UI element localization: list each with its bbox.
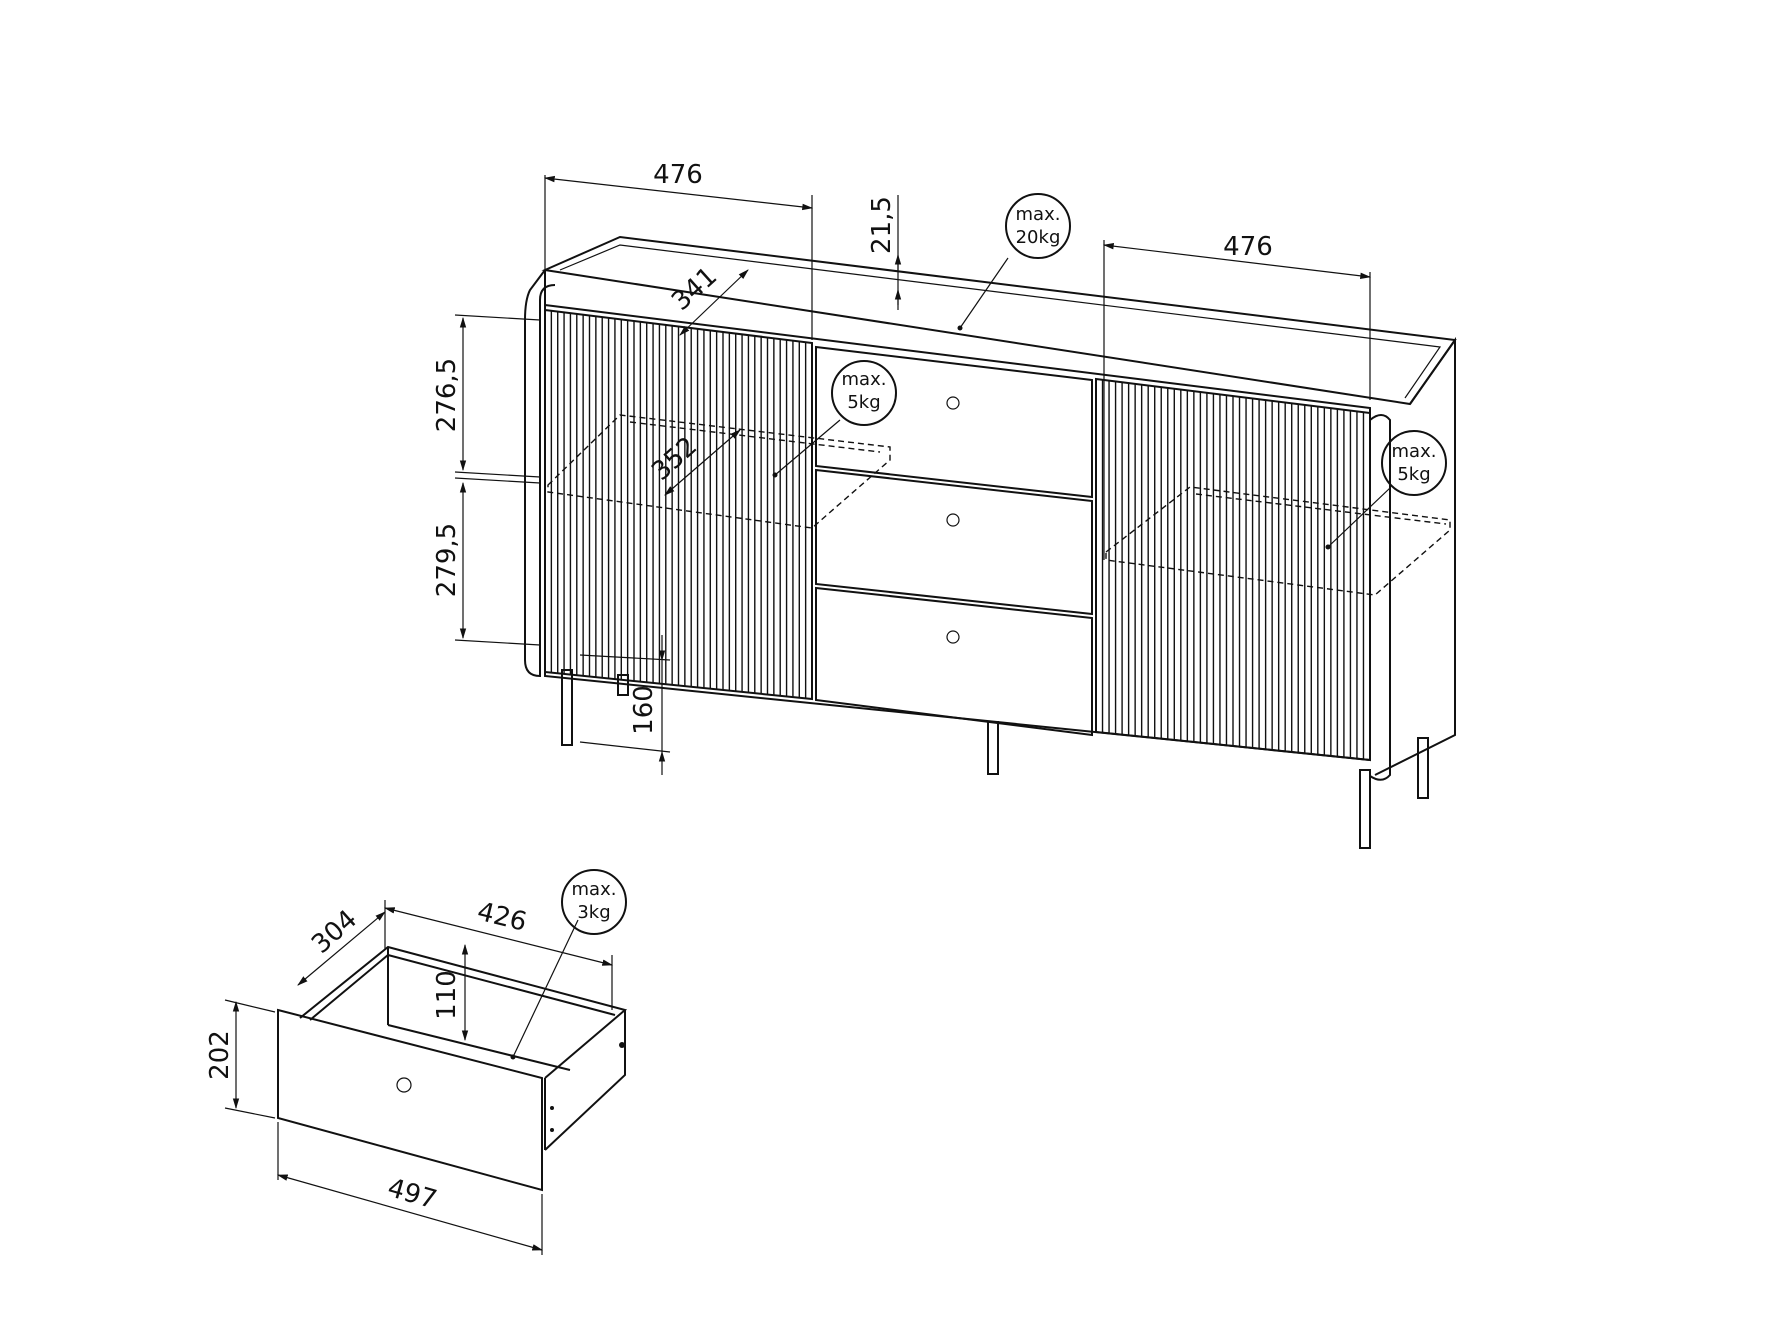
badge-drawer-line1: max.: [572, 879, 617, 900]
badge-shelf-left-line2: 5kg: [847, 392, 880, 413]
dim-drawer-front-width: 497: [384, 1173, 440, 1216]
drawer-drawing: 304 426 110 202 497 max. 3kg: [205, 869, 628, 1255]
badge-top-line1: max.: [1016, 204, 1061, 225]
legs: [561, 669, 1429, 849]
badge-top-line2: 20kg: [1016, 227, 1061, 248]
dim-right-door-width: 476: [1223, 232, 1273, 262]
dim-shelf-depth: 341: [666, 261, 723, 317]
left-door-flutes: [550, 310, 807, 699]
dim-drawer-depth: 304: [306, 904, 363, 960]
center-drawers: [815, 345, 1093, 737]
load-badge-drawer: max. 3kg: [510, 869, 627, 1060]
right-door-flutes: [1101, 379, 1365, 760]
dim-leg-height: 160: [629, 685, 659, 735]
sideboard-drawing: 476 21,5 476 341 352 276,5 279,5 160: [432, 160, 1457, 849]
badge-shelf-right-line1: max.: [1392, 441, 1437, 462]
dim-top-thickness: 21,5: [867, 196, 897, 254]
load-badge-top: max. 20kg: [957, 193, 1071, 331]
dim-left-door-width: 476: [653, 160, 703, 190]
load-badge-shelf-right: max. 5kg: [1325, 430, 1447, 550]
load-badge-shelf-left: max. 5kg: [772, 360, 897, 478]
badge-drawer-line2: 3kg: [577, 902, 610, 923]
dim-shelf-width: 352: [646, 431, 703, 487]
dim-drawer-inner-width: 426: [474, 897, 529, 938]
dim-drawer-inner-height: 110: [432, 970, 462, 1020]
dim-upper-compartment: 276,5: [432, 358, 462, 432]
badge-shelf-left-line1: max.: [842, 369, 887, 390]
badge-shelf-right-line2: 5kg: [1397, 464, 1430, 485]
dim-lower-compartment: 279,5: [432, 523, 462, 597]
dim-drawer-front-height: 202: [205, 1030, 235, 1080]
